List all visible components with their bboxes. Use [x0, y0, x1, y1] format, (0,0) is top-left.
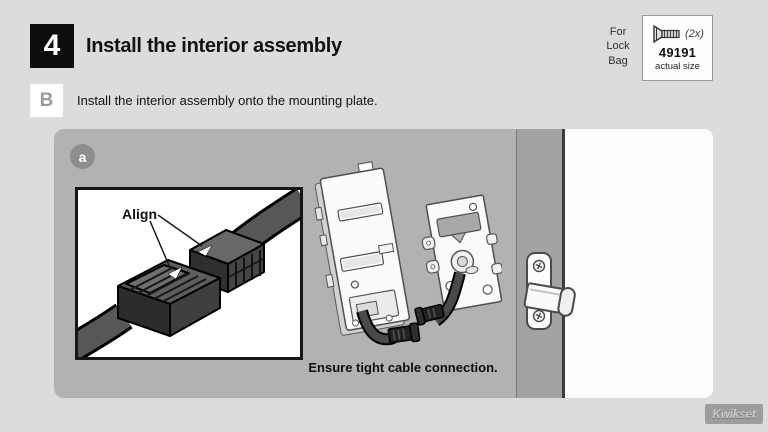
diagram-panel: a [54, 129, 713, 398]
door-face [565, 129, 713, 398]
screw-quantity: (2x) [685, 28, 704, 40]
kwikset-logo: Kwikset [705, 404, 763, 424]
cable-connection-caption: Ensure tight cable connection. [308, 360, 498, 375]
substep-letter-square: B [30, 84, 63, 117]
male-connector [117, 259, 221, 337]
substep-instruction: Install the interior assembly onto the m… [77, 93, 378, 108]
cable-connector-right [414, 303, 445, 326]
latch-screw-top [532, 259, 546, 273]
page-title: Install the interior assembly [86, 34, 342, 57]
female-connector [189, 229, 265, 293]
deadbolt-bolt [523, 282, 576, 317]
parts-row: (2x) [651, 24, 704, 44]
step-number: 4 [43, 29, 61, 62]
parts-box: (2x) 49191 actual size [642, 15, 713, 81]
mounting-plate [421, 194, 502, 312]
latch-screw-bottom [532, 309, 546, 323]
align-arrow-bottom [167, 266, 183, 280]
lock-bag-label: For Lock Bag [606, 26, 630, 67]
cable-connectors-illustration: Align [78, 190, 300, 357]
figure-badge: a [70, 144, 95, 169]
assembly-mounting-illustration [314, 161, 502, 346]
brand-name: Kwikset [712, 407, 756, 421]
leader-line-bottom [149, 220, 172, 271]
cable-connector-left [387, 322, 421, 344]
leader-line-top [157, 214, 203, 247]
align-label: Align [122, 206, 157, 222]
figure-badge-letter: a [78, 148, 87, 165]
substep-letter: B [39, 89, 54, 111]
part-number: 49191 [658, 45, 697, 60]
align-arrow-top [197, 244, 213, 257]
deadbolt-latch-illustration [523, 252, 576, 330]
interior-assembly [314, 161, 411, 336]
align-detail-inset: Align [75, 187, 303, 360]
flat-head-screw-icon [653, 24, 680, 44]
actual-size-note: actual size [655, 61, 700, 72]
step-number-square: 4 [30, 24, 74, 68]
